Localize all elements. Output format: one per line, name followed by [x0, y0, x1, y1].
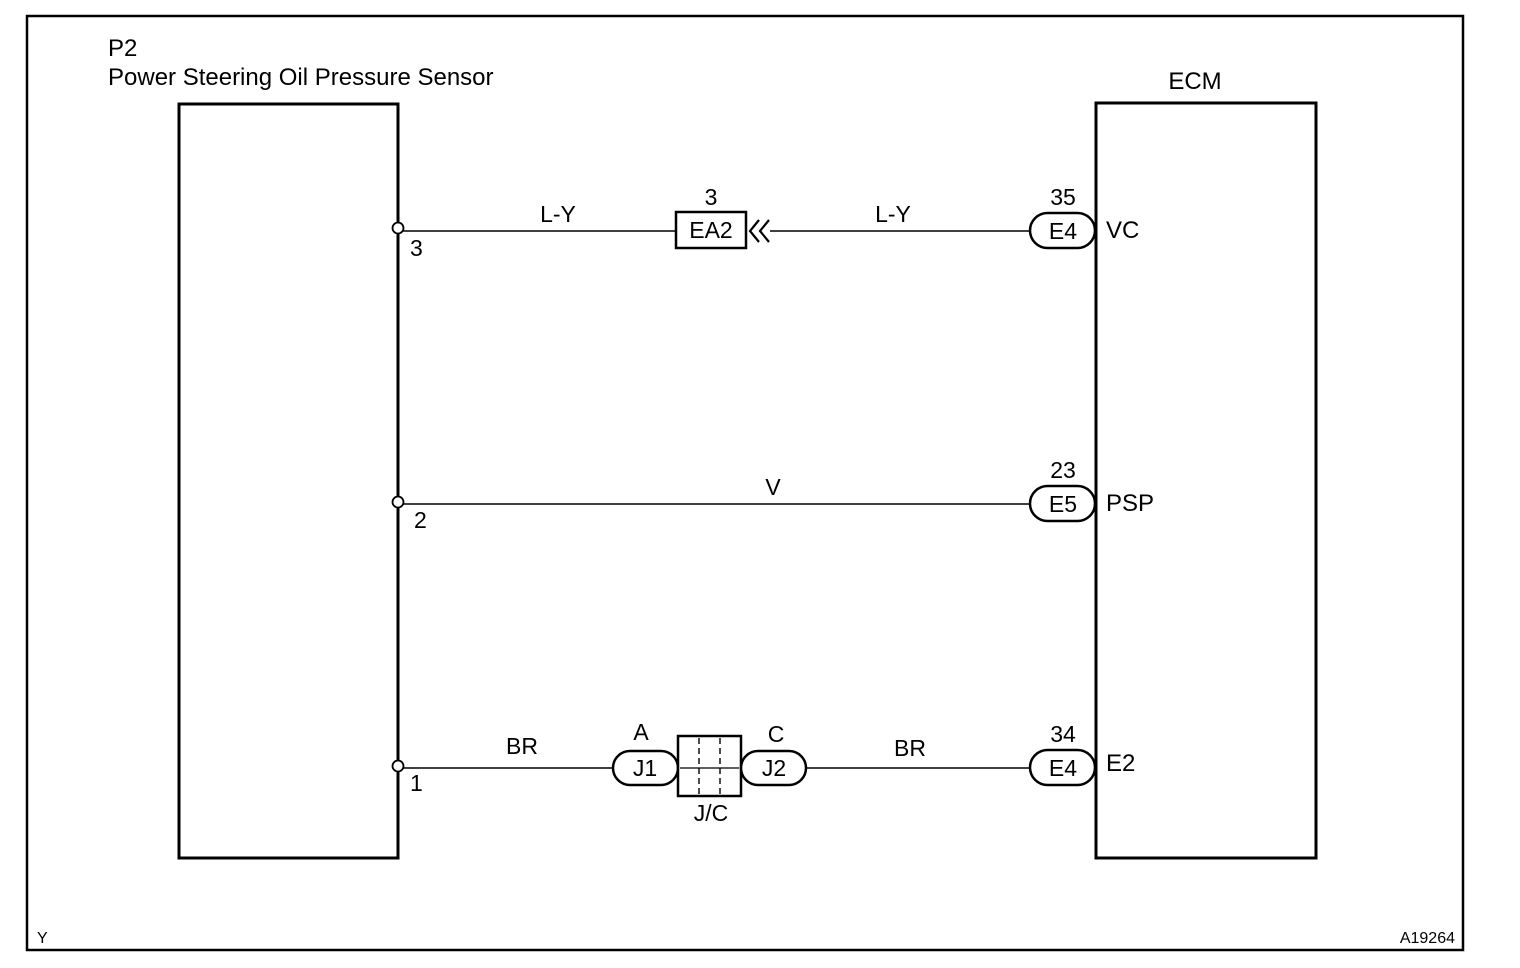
- junction-connector-j2: [739, 749, 808, 787]
- diagram-frame: [25, 14, 1465, 952]
- sensor-code: P2: [108, 35, 137, 62]
- wire-color-e2-left: BR: [506, 733, 538, 759]
- sensor-body: [177, 102, 400, 860]
- ea2-pin-label: 3: [705, 184, 718, 210]
- ecm-connector-e5-psp-label: E5: [1049, 491, 1077, 517]
- junction-connector-j2-label: J2: [762, 755, 786, 781]
- sensor-pin-1-label: 1: [410, 770, 423, 796]
- sensor-pin-1-terminal: [391, 759, 405, 773]
- ea2-plug-chevron-icon: [748, 219, 770, 243]
- ea2-connector-label: EA2: [689, 217, 732, 243]
- ecm-connector-e4-vc: [1028, 211, 1097, 250]
- ecm-signal-e2: E2: [1106, 750, 1135, 777]
- junction-pin-a-label: A: [633, 719, 649, 745]
- ecm-pin-35-label: 35: [1050, 184, 1076, 210]
- wire-color-vc-left: L-Y: [540, 201, 576, 227]
- ecm-connector-e5-psp: [1028, 484, 1097, 523]
- wire-color-vc-right: L-Y: [875, 201, 911, 227]
- ecm-connector-e4-e2-label: E4: [1049, 755, 1077, 781]
- junction-pin-c-label: C: [768, 721, 785, 747]
- sensor-pin-2-label: 2: [414, 507, 427, 533]
- ecm-signal-vc: VC: [1106, 217, 1139, 244]
- footer-figure-id: A19264: [1400, 930, 1455, 947]
- sensor-pin-3-label: 3: [410, 235, 423, 261]
- sensor-name: Power Steering Oil Pressure Sensor: [108, 64, 494, 91]
- sensor-pin-2-terminal: [391, 495, 405, 509]
- junction-connector-j1-label: J1: [633, 755, 657, 781]
- wire-color-e2-right: BR: [894, 735, 926, 761]
- ecm-connector-e4-vc-label: E4: [1049, 218, 1077, 244]
- ecm-signal-psp: PSP: [1106, 490, 1154, 517]
- junction-block-label: J/C: [694, 800, 729, 826]
- ea2-connector: [674, 210, 748, 250]
- sensor-pin-3-terminal: [391, 221, 405, 235]
- ecm-pin-23-label: 23: [1050, 457, 1076, 483]
- ecm-pin-34-label: 34: [1050, 721, 1076, 747]
- ecm-body: [1094, 101, 1318, 860]
- junction-block: [676, 734, 743, 798]
- ecm-connector-e4-e2: [1028, 748, 1097, 787]
- footer-left-code: Y: [37, 930, 48, 947]
- wire-color-psp: V: [765, 474, 781, 500]
- ecm-title: ECM: [1168, 68, 1221, 95]
